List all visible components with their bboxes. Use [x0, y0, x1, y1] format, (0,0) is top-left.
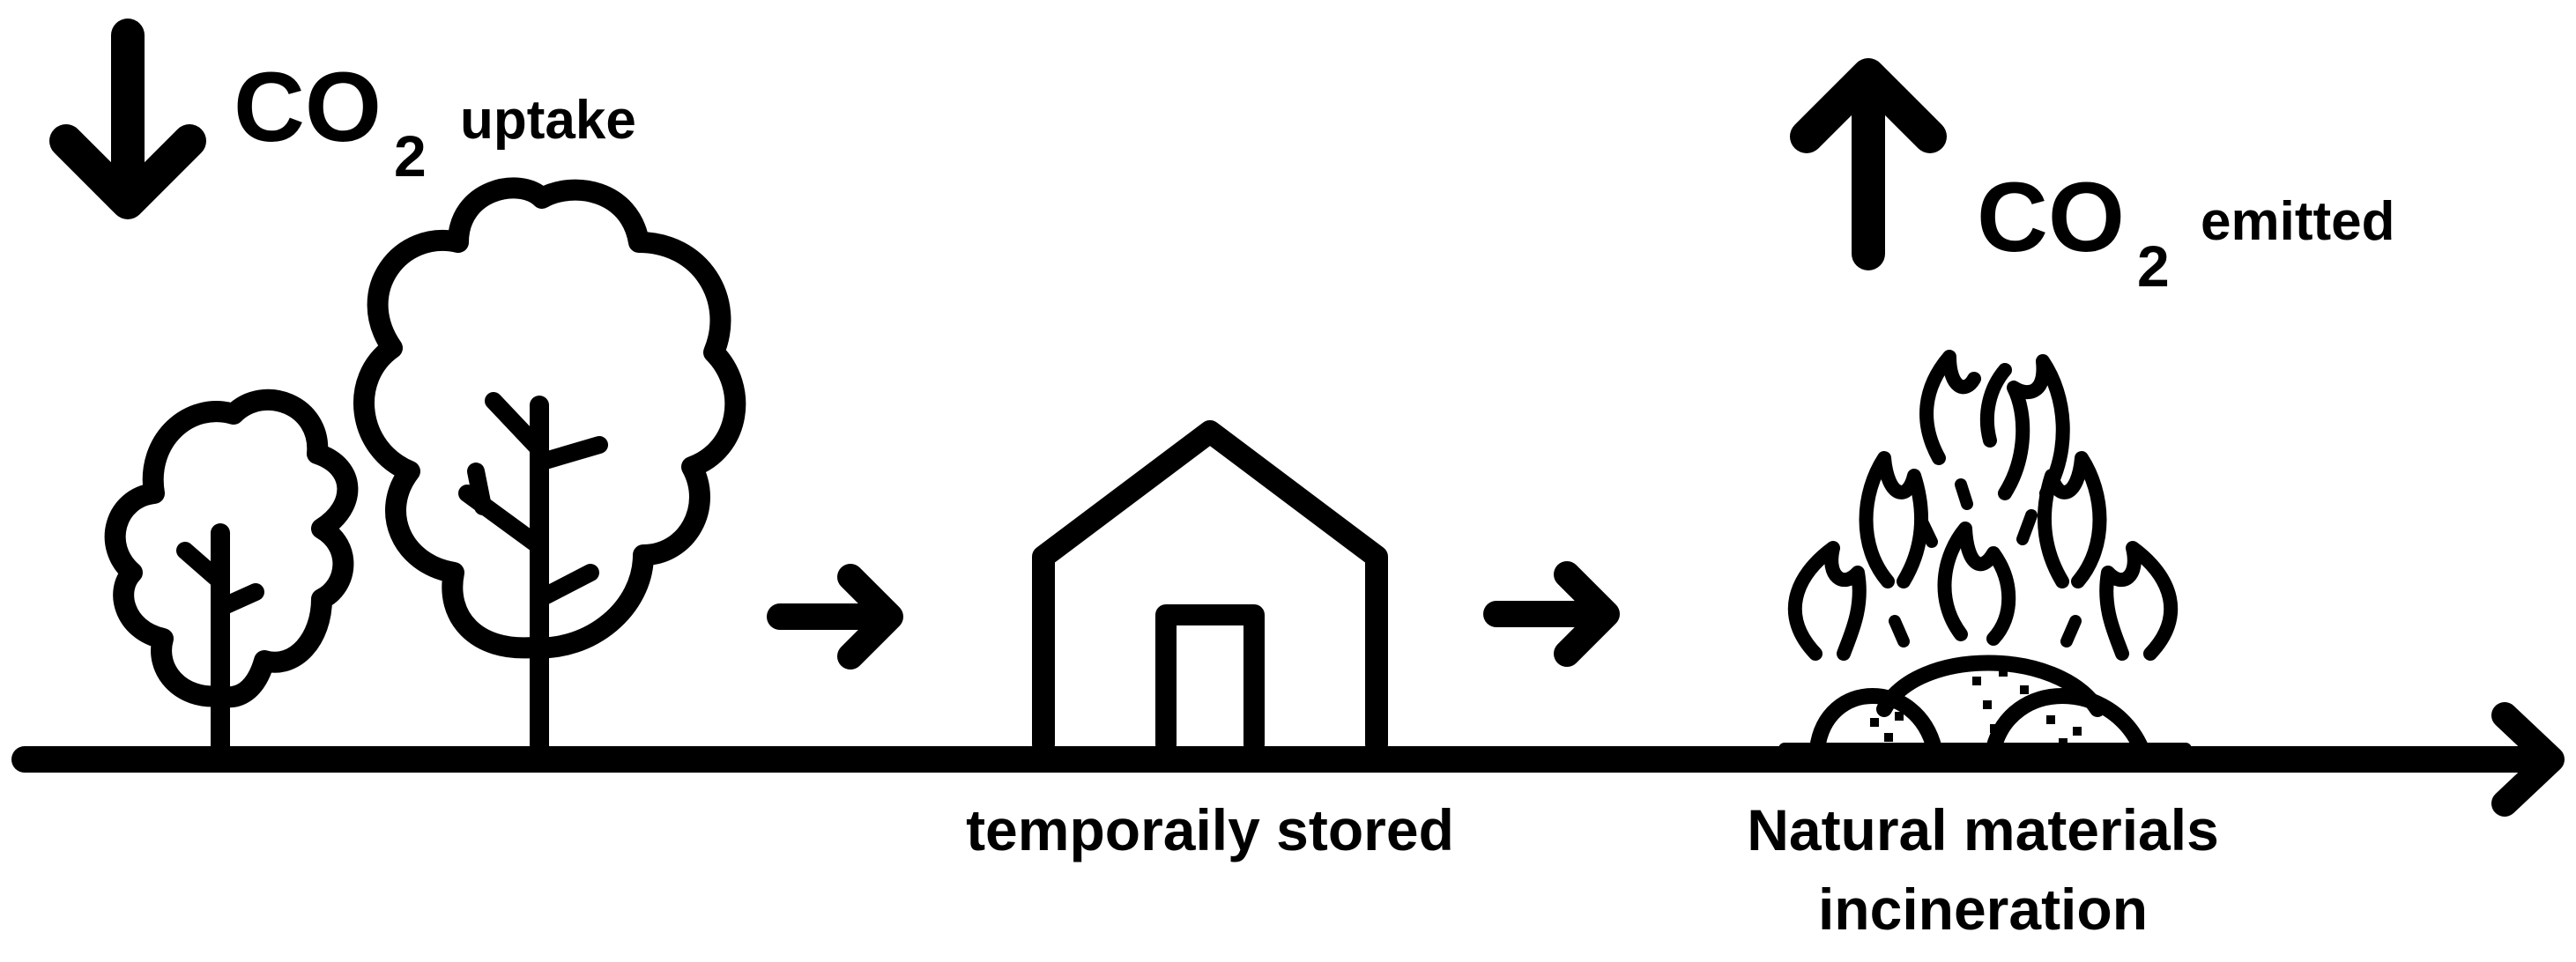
- co2-uptake-chem: CO: [234, 52, 382, 162]
- arrow-right-icon: [767, 564, 903, 670]
- incineration-label-line1: Natural materials: [1747, 797, 2219, 862]
- house-icon: [1032, 420, 1388, 756]
- co2-emitted-subscript: 2: [2137, 233, 2170, 299]
- co2-uptake-label: CO 2 uptake: [234, 52, 636, 189]
- incineration-label-line2: incineration: [1818, 877, 2148, 942]
- co2-emitted-chem: CO: [1977, 162, 2125, 272]
- co2-emitted-label: CO 2 emitted: [1977, 162, 2394, 299]
- timeline-arrow: [11, 702, 2565, 817]
- arrow-right-icon: [1483, 561, 1620, 667]
- stored-label: temporaily stored: [966, 797, 1454, 862]
- co2-uptake-subscript: 2: [394, 123, 427, 189]
- tree-icon: [104, 388, 359, 758]
- co2-uptake-text: uptake: [460, 90, 636, 151]
- arrow-up-icon: [1790, 58, 1947, 270]
- tree-icon: [353, 177, 746, 758]
- arrow-down-icon: [49, 18, 206, 219]
- fire-icon: [1778, 350, 2192, 757]
- co2-emitted-text: emitted: [2201, 191, 2394, 252]
